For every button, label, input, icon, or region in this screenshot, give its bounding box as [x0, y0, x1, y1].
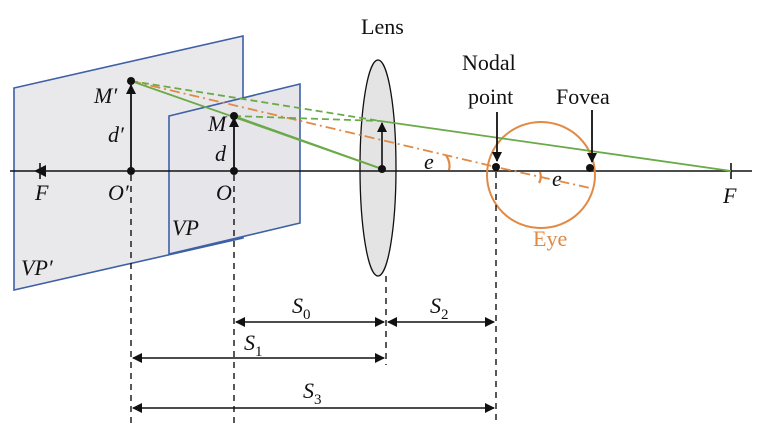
point-lens-center — [378, 165, 386, 173]
label-d-prime: d′ — [108, 122, 125, 147]
label-s2: S2 — [430, 293, 449, 323]
angle-arc-outer — [445, 154, 451, 171]
label-point: point — [468, 84, 513, 109]
label-fovea: Fovea — [556, 84, 610, 109]
label-m-prime: M′ — [93, 83, 118, 108]
label-f-right: F — [722, 183, 737, 208]
label-e-inner: e — [552, 166, 562, 191]
label-s1: S1 — [244, 330, 263, 360]
ray-m-dashed — [233, 115, 381, 122]
label-e-outer: e — [424, 149, 434, 174]
angle-arc-inner — [538, 171, 542, 184]
label-o-prime: O′ — [108, 180, 130, 205]
point-m — [230, 112, 238, 120]
eye-outline — [486, 121, 596, 229]
label-m: M — [207, 111, 228, 136]
label-eye: Eye — [533, 226, 567, 251]
label-o: O — [216, 180, 232, 205]
label-vp-prime: VP′ — [21, 255, 54, 280]
point-nodal — [492, 163, 500, 171]
point-o-prime — [127, 167, 135, 175]
label-s0: S0 — [292, 293, 311, 323]
label-lens: Lens — [361, 14, 404, 39]
label-f-left: F — [34, 180, 49, 205]
ray-mprime-dashed — [130, 80, 381, 122]
label-s3: S3 — [303, 378, 322, 408]
point-fovea — [586, 164, 594, 172]
ray-m-to-center — [233, 115, 383, 170]
ray-refracted — [379, 120, 732, 172]
point-o — [230, 167, 238, 175]
label-nodal: Nodal — [462, 50, 516, 75]
label-d: d — [215, 141, 227, 166]
point-m-prime — [127, 77, 135, 85]
label-vp: VP — [172, 215, 199, 240]
f-left-arrowhead — [34, 165, 46, 177]
